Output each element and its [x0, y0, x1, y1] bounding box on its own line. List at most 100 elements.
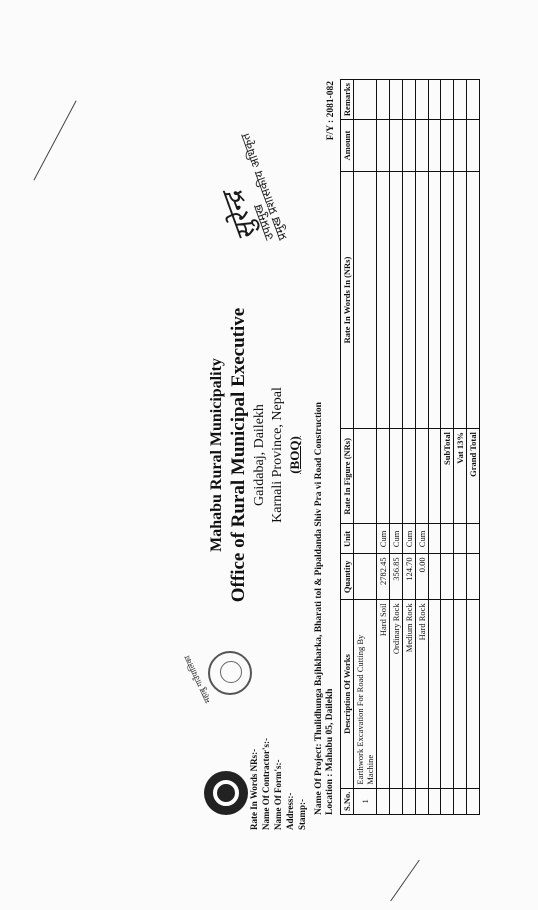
vat-label: Vat 13% [453, 428, 467, 524]
table-cell [428, 428, 441, 524]
table-cell [466, 523, 480, 554]
table-cell: Medium Rock [402, 599, 416, 789]
table-row: 1 Earthwork Excavation For Road Cutting … [353, 79, 377, 815]
footer-area: Rate In Words NRs:- Name Of Contractor's… [248, 680, 324, 830]
table-row: Grand Total [466, 79, 480, 815]
table-cell [376, 171, 390, 429]
table-cell [389, 171, 403, 429]
table-cell [376, 428, 390, 524]
table-cell: 0.00 [415, 553, 429, 600]
table-cell [389, 428, 403, 524]
pen-stroke [390, 859, 420, 902]
table-row: Vat 13% [453, 79, 467, 815]
col-header: Description Of Works [340, 599, 354, 789]
table-cell: Earthwork Excavation For Road Cutting By… [353, 599, 377, 789]
table-cell [466, 788, 480, 815]
col-header: S.No. [340, 788, 354, 815]
table-cell [402, 79, 416, 120]
table-row [428, 79, 441, 815]
table-cell [353, 553, 377, 600]
table-header-row: S.No. Description Of Works Quantity Unit… [340, 79, 354, 815]
rate-in-words-label: Rate In Words NRs:- [249, 748, 259, 830]
table-cell [402, 428, 416, 524]
table-cell: Hard Rock [415, 599, 429, 789]
table-cell: Cum [376, 523, 390, 554]
table-cell [440, 171, 454, 429]
table-cell: Hard Soil [376, 599, 390, 789]
table-cell [466, 119, 480, 172]
table-cell [466, 599, 480, 789]
table-cell [440, 79, 454, 120]
address-label: Address:- [285, 792, 295, 830]
stamp-label: Stamp:- [297, 799, 307, 830]
table-cell [402, 171, 416, 429]
table-cell: Cum [415, 523, 429, 554]
table-cell [428, 788, 441, 815]
table-cell [466, 79, 480, 120]
table-cell: Ordinary Rock [389, 599, 403, 789]
table-cell [453, 599, 467, 789]
table-cell [466, 553, 480, 600]
table-cell [453, 523, 467, 554]
fiscal-year: F/Y : 2081-082 [326, 81, 336, 141]
table-cell [440, 523, 454, 554]
col-header: Amount [340, 119, 354, 172]
table-cell [415, 79, 429, 120]
col-header: Remarks [340, 79, 354, 120]
table-cell [389, 79, 403, 120]
table-cell: Cum [402, 523, 416, 554]
table-cell: 356.85 [389, 553, 403, 600]
table-cell [440, 119, 454, 172]
table-cell [453, 119, 467, 172]
table-cell [376, 79, 390, 120]
project-location: Location : Mahabu 05, Dailekh [325, 688, 335, 815]
table-cell [453, 79, 467, 120]
table-cell [376, 788, 390, 815]
table-cell [389, 119, 403, 172]
table-cell [440, 599, 454, 789]
table-cell [428, 599, 441, 789]
table-cell: 2782.45 [376, 553, 390, 600]
table-cell [466, 171, 480, 429]
col-header: Rate In Words In (NRs) [340, 171, 354, 429]
table-cell [428, 553, 441, 600]
table-cell [353, 523, 377, 554]
table-cell [453, 788, 467, 815]
table-cell [453, 553, 467, 600]
table-cell [415, 119, 429, 172]
signature-block: सुरेन्द्र उपप्रमुख प्रमुख प्रशासकीय अधिक… [200, 75, 290, 245]
pen-stroke [33, 100, 77, 181]
table-cell [353, 119, 377, 172]
col-header: Rate In Figure (NRs) [340, 428, 354, 524]
contractor-name-label: Name Of Contractor's:- [261, 738, 271, 830]
table-cell [428, 171, 441, 429]
table-cell [353, 428, 377, 524]
table-row: Hard Rock 0.00 Cum [415, 79, 429, 815]
table-cell [428, 79, 441, 120]
table-cell: Cum [389, 523, 403, 554]
table-cell [428, 523, 441, 554]
table-row: Hard Soil 2782.45 Cum [376, 79, 390, 815]
table-cell: 1 [353, 788, 377, 815]
table-cell [402, 119, 416, 172]
table-row: Medium Rock 124.70 Cum [402, 79, 416, 815]
table-cell [440, 788, 454, 815]
subtotal-label: SubTotal [440, 428, 454, 524]
boq-table: S.No. Description Of Works Quantity Unit… [340, 79, 480, 815]
col-header: Unit [340, 523, 354, 554]
table-cell [402, 788, 416, 815]
table-cell: 124.70 [402, 553, 416, 600]
firm-name-label: Name Of Form's:- [273, 759, 283, 830]
table-cell [440, 553, 454, 600]
table-cell [415, 428, 429, 524]
table-cell [428, 119, 441, 172]
grand-total-label: Grand Total [466, 428, 480, 524]
table-cell [453, 171, 467, 429]
col-header: Quantity [340, 553, 354, 600]
table-cell [389, 788, 403, 815]
table-cell [353, 171, 377, 429]
table-cell [415, 171, 429, 429]
table-cell [353, 79, 377, 120]
table-cell [415, 788, 429, 815]
